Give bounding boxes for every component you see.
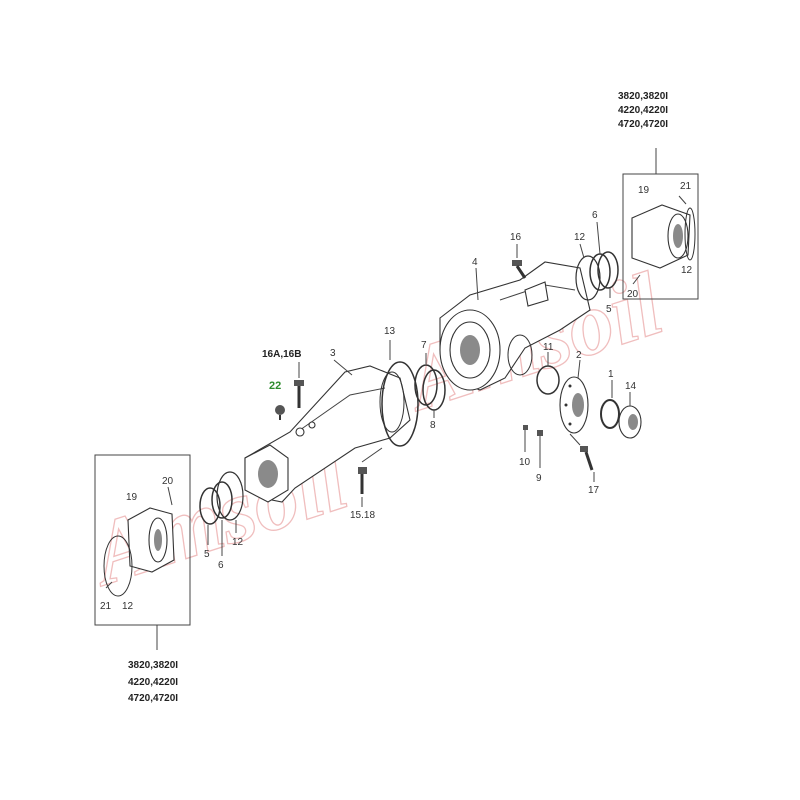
callout: 13 <box>384 326 396 337</box>
callout: 10 <box>519 457 531 468</box>
callout: 16A,16B <box>262 349 301 360</box>
callout: 5 <box>606 304 612 315</box>
flange-2: 2 <box>559 350 589 434</box>
callout: 15.18 <box>350 510 375 521</box>
callout: 12 <box>681 265 693 276</box>
callout: 11 <box>543 342 554 353</box>
model-line: 4220,4220I <box>128 677 178 688</box>
callout: 6 <box>592 210 598 221</box>
callout: 19 <box>638 185 650 196</box>
callout: 1 <box>608 369 614 380</box>
callout: 6 <box>218 560 224 571</box>
model-box-bottom-left: 3820,3820I 4220,4220I 4720,4720I 19 20 2… <box>94 454 191 704</box>
rings-7-8: 7 8 <box>414 340 446 431</box>
gasket-13: 13 <box>381 326 419 447</box>
model-line: 4220,4220I <box>618 105 668 116</box>
rings-left: 5 6 12 <box>199 471 244 571</box>
bolt-16ab: 16A,16B <box>262 349 304 408</box>
callout: 12 <box>122 601 134 612</box>
callout: 21 <box>680 181 692 192</box>
callout: 14 <box>625 381 637 392</box>
parts-9-10: 10 9 <box>519 425 543 484</box>
seal-1: 1 <box>600 369 620 429</box>
bolt-17: 17 <box>569 433 600 496</box>
callout: 16 <box>510 232 522 243</box>
callout: 20 <box>627 289 639 300</box>
callout: 12 <box>574 232 586 243</box>
callout: 5 <box>204 549 210 560</box>
callout: 22 <box>269 380 281 392</box>
left-housing: 3 <box>244 348 411 503</box>
callout: 8 <box>430 420 436 431</box>
callout: 20 <box>162 476 174 487</box>
bolt-16: 16 <box>510 232 527 279</box>
callout: 21 <box>100 601 112 612</box>
callout: 3 <box>330 348 336 359</box>
callout: 4 <box>472 257 478 268</box>
model-line: 4720,4720I <box>618 119 668 130</box>
center-housing: 4 <box>439 257 591 391</box>
model-line: 4720,4720I <box>128 693 178 704</box>
model-line: 3820,3820I <box>618 91 668 102</box>
callout: 12 <box>232 537 244 548</box>
callout: 17 <box>588 485 600 496</box>
fitting-22: 22 <box>269 380 285 420</box>
bearing-14: 14 <box>618 381 642 439</box>
ring-11: 11 <box>536 342 560 395</box>
callout: 9 <box>536 473 542 484</box>
bolt-15-18: 15.18 <box>350 447 383 521</box>
model-line: 3820,3820I <box>128 660 178 671</box>
rings-right: 12 6 5 <box>574 210 619 315</box>
callout: 19 <box>126 492 138 503</box>
model-box-top-right: 3820,3820I 4220,4220I 4720,4720I 19 21 1… <box>618 91 699 300</box>
callout: 2 <box>576 350 582 361</box>
callout: 7 <box>421 340 427 351</box>
